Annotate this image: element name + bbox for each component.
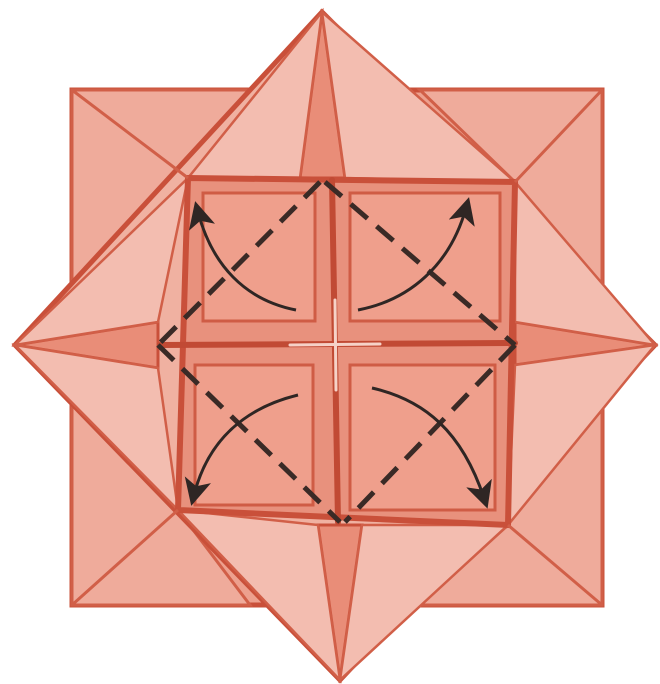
quadrant-top-right bbox=[350, 193, 500, 321]
quadrant-bottom-right bbox=[350, 365, 495, 510]
quadrant-bottom-left bbox=[195, 365, 313, 505]
quadrant-top-left bbox=[203, 193, 315, 321]
